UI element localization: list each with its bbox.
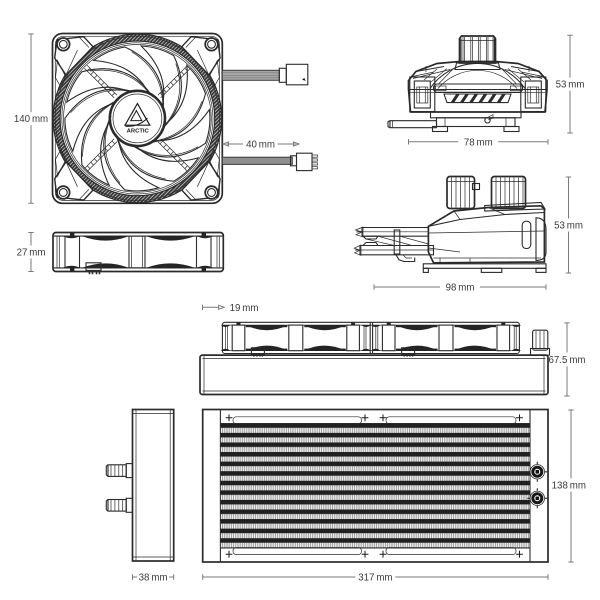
svg-text:140 mm: 140 mm [14, 114, 48, 125]
svg-text:40 mm: 40 mm [246, 140, 275, 151]
svg-text:78 mm: 78 mm [464, 137, 493, 148]
svg-text:138 mm: 138 mm [552, 481, 586, 492]
svg-text:98 mm: 98 mm [446, 283, 475, 294]
svg-text:27 mm: 27 mm [17, 248, 46, 259]
svg-text:317 mm: 317 mm [358, 573, 392, 584]
svg-text:38 mm: 38 mm [139, 573, 168, 584]
svg-text:53 mm: 53 mm [556, 80, 585, 91]
svg-text:19 mm: 19 mm [230, 303, 259, 314]
svg-text:53 mm: 53 mm [554, 221, 583, 232]
svg-text:67.5 mm: 67.5 mm [549, 355, 586, 366]
svg-text:ARCTIC: ARCTIC [127, 129, 150, 135]
